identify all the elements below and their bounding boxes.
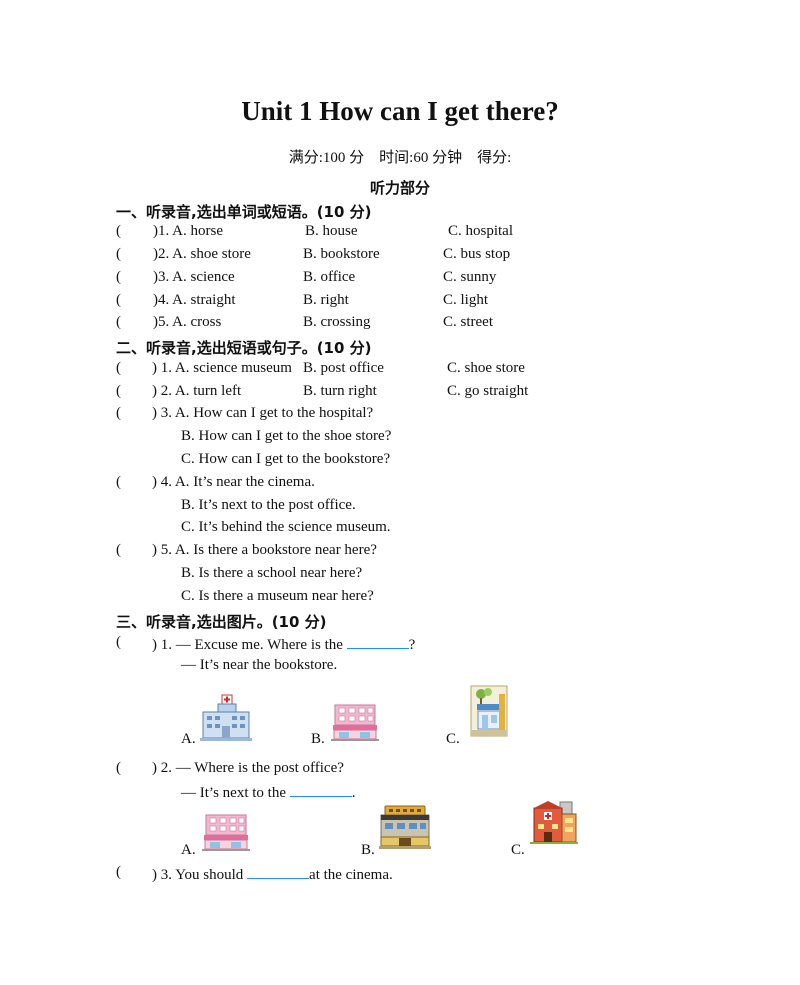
option-a: )2. A. shoe store [153,246,251,262]
hospital-building-icon [200,694,252,741]
cinema-building-icon [379,805,431,849]
question-text: ) 1. ― Excuse me. Where is the ? [152,634,415,654]
option-a: ) 5. A. Is there a bookstore near here? [152,542,377,558]
answer-paren: ( [116,314,121,330]
shoe-store-building-icon [331,704,379,741]
hospital-building-icon [530,801,578,844]
question-prefix: ) 3. You should [152,867,248,883]
option-a-label: A. [181,731,196,747]
option-c: C. bus stop [443,246,511,262]
option-b: B. crossing [303,314,371,330]
option-a: ) 4. A. It’s near the cinema. [152,474,315,490]
option-a: )5. A. cross [153,314,222,330]
option-c: C. go straight [447,383,529,399]
answer-text: ― It’s next to the . [181,782,356,802]
answer-paren: ( [116,864,121,880]
option-b: B. turn right [303,383,377,399]
option-b: B. office [303,269,356,285]
option-c: C. sunny [443,269,497,285]
option-a-label: A. [181,842,196,858]
option-a: ) 1. A. science museum [152,360,292,376]
option-c: C. light [443,292,489,308]
answer-paren: ( [116,760,121,776]
blank-line [346,634,409,649]
score-info: 满分:100 分 时间:60 分钟 得分: [288,150,512,166]
answer-paren: ( [116,360,121,376]
option-a: )4. A. straight [153,292,236,308]
answer-paren: ( [116,383,121,399]
option-c-label: C. [511,842,525,858]
option-b: B. post office [303,360,384,376]
option-b: B. bookstore [303,246,380,262]
blank-line [247,864,310,879]
option-c: C. It’s behind the science museum. [181,519,391,535]
option-a: )1. A. horse [153,223,223,239]
option-b: B. Is there a school near here? [181,565,363,581]
answer-paren: ( [116,269,121,285]
question-text: ) 2. ― Where is the post office? [152,760,344,776]
option-b: B. How can I get to the shoe store? [181,428,392,444]
option-c: C. How can I get to the bookstore? [181,451,391,467]
option-a: )3. A. science [153,269,235,285]
option-c: C. shoe store [447,360,525,376]
answer-paren: ( [116,223,121,239]
section-3-heading: 三、听录音,选出图片。(10 分) [116,613,327,631]
answer-paren: ( [116,542,121,558]
answer-paren: ( [116,246,121,262]
option-b: B. It’s next to the post office. [181,497,356,513]
option-b: B. house [305,223,358,239]
answer-suffix: . [351,785,356,801]
option-c-label: C. [446,731,460,747]
option-c: C. street [443,314,493,330]
option-a: ) 2. A. turn left [152,383,242,399]
bookstore-building-icon [470,685,508,737]
answer-paren: ( [116,292,121,308]
question-prefix: ) 1. ― Excuse me. Where is the [152,637,347,653]
option-b-label: B. [311,731,325,747]
part-label: 听力部分 [369,179,430,197]
option-a: ) 3. A. How can I get to the hospital? [152,405,374,421]
shoe-store-building-icon [202,814,250,851]
option-b: B. right [303,292,349,308]
answer-paren: ( [116,474,121,490]
question-text: ) 3. You should at the cinema. [152,864,393,884]
option-b-label: B. [361,842,375,858]
answer-paren: ( [116,405,121,421]
option-c: C. Is there a museum near here? [181,588,374,604]
page-title: Unit 1 How can I get there? [241,96,559,126]
answer-prefix: ― It’s next to the [181,785,290,801]
question-suffix: ? [408,637,416,653]
blank-line [289,782,352,797]
section-1-heading: 一、听录音,选出单词或短语。(10 分) [116,203,372,221]
section-2-heading: 二、听录音,选出短语或句子。(10 分) [116,339,372,357]
answer-text: ― It’s near the bookstore. [181,657,338,673]
answer-paren: ( [116,634,121,650]
option-c: C. hospital [448,223,514,239]
question-suffix: at the cinema. [309,867,393,883]
